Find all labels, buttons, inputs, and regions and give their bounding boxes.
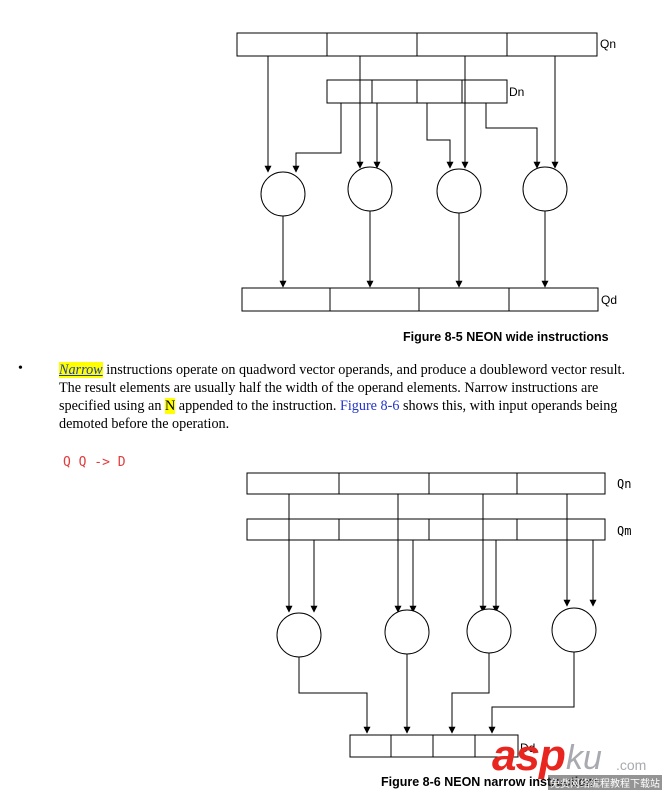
label-qd: Qd bbox=[601, 293, 617, 307]
bullet-marker: • bbox=[18, 361, 23, 376]
figure-caption: Figure 8-5 NEON wide instructions bbox=[403, 330, 609, 344]
alu-circle bbox=[260, 171, 306, 217]
label-dn: Dn bbox=[509, 85, 524, 99]
alu-circle bbox=[276, 612, 322, 658]
figure-caption: Figure 8-6 NEON narrow instructions bbox=[381, 775, 601, 789]
register-qm bbox=[246, 518, 606, 541]
register-dd bbox=[349, 734, 519, 758]
figure-wide-diagram bbox=[236, 32, 599, 312]
paragraph-text: appended to the instruction. bbox=[175, 398, 340, 414]
watermark-domain: .com bbox=[616, 757, 647, 773]
label-qn: Qn bbox=[617, 477, 631, 491]
paragraph-narrow: Narrow instructions operate on quadword … bbox=[59, 361, 649, 433]
suffix-highlight: N bbox=[164, 398, 176, 414]
alu-circle bbox=[551, 607, 597, 653]
alu-circle bbox=[522, 166, 568, 212]
label-qn: Qn bbox=[600, 37, 616, 51]
alu-circle bbox=[436, 168, 482, 214]
alu-circle bbox=[466, 608, 512, 654]
label-dd: Dd bbox=[520, 741, 535, 755]
watermark-logo: ku bbox=[566, 739, 602, 777]
figure-narrow-diagram bbox=[246, 472, 606, 758]
register-qd bbox=[241, 287, 599, 312]
paragraph-text: shows this, with input operands being de… bbox=[59, 398, 618, 432]
label-qm: Qm bbox=[617, 524, 631, 538]
term-narrow: Narrow bbox=[59, 362, 103, 378]
site-watermark: asp ku .com 免费网络编程教程下载站 bbox=[492, 731, 663, 794]
watermark-logo: asp bbox=[492, 731, 566, 780]
paragraph-text: instructions operate on quadword vector … bbox=[59, 362, 626, 414]
annotation-note: Q Q -> D bbox=[63, 455, 126, 470]
alu-circle bbox=[384, 609, 430, 655]
alu-circle bbox=[347, 166, 393, 212]
register-qn bbox=[246, 472, 606, 495]
figure-link[interactable]: Figure 8-6 bbox=[339, 398, 400, 414]
watermark-subtitle: 免费网络编程教程下载站 bbox=[548, 775, 662, 790]
